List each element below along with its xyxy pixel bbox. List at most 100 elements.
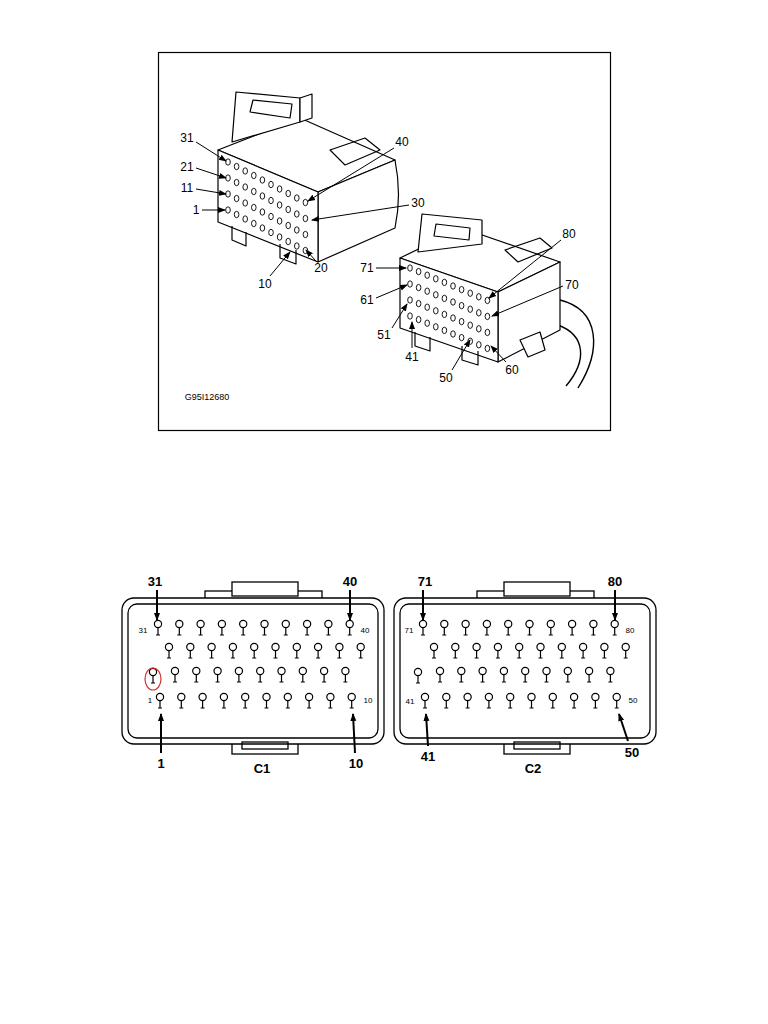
terminal-pin: [516, 643, 523, 658]
terminal-pin: [149, 668, 156, 683]
pin-head: [462, 620, 469, 627]
pin-head: [235, 667, 242, 674]
terminal-pin: [592, 693, 599, 708]
pin-hole: [303, 231, 308, 237]
pin-stem: [442, 628, 446, 635]
callout-number: 1: [157, 757, 164, 770]
leader-lines: [196, 142, 563, 370]
callout-number: 50: [439, 372, 452, 384]
pin-head: [547, 620, 554, 627]
pin-stem: [624, 651, 628, 658]
pin-stem: [528, 628, 532, 635]
pin-hole: [442, 311, 447, 317]
pin-hole: [468, 306, 473, 312]
pin-stem: [432, 651, 436, 658]
pin-head: [436, 667, 443, 674]
terminal-pin: [483, 620, 490, 635]
pin-hole: [295, 195, 300, 201]
pin-head: [315, 643, 322, 650]
pin-stem: [265, 701, 269, 708]
pin-head: [220, 693, 227, 700]
terminal-pin: [299, 667, 306, 682]
pin-arrow: [353, 714, 355, 753]
pin-head: [156, 693, 163, 700]
pin-stem: [572, 701, 576, 708]
callout-number: 71: [418, 575, 432, 588]
pin-hole: [477, 294, 482, 300]
pin-hole: [459, 286, 464, 292]
leader-line: [376, 268, 406, 269]
pin-stem: [237, 675, 241, 682]
pin-head: [229, 643, 236, 650]
pin-holes: [226, 159, 490, 352]
pin-stem: [151, 676, 155, 683]
terminal-pin: [178, 693, 185, 708]
pin-stem: [220, 628, 224, 635]
callout-number: 80: [562, 228, 575, 240]
pin-hole: [295, 211, 300, 217]
pin-arrow: [426, 714, 428, 746]
pin-stem: [307, 701, 311, 708]
pin-hole: [226, 175, 231, 181]
pin-arrow: [156, 590, 158, 620]
pin-head: [526, 620, 533, 627]
pin-stem: [421, 628, 425, 635]
leader-line: [492, 286, 563, 316]
pin-head: [304, 620, 311, 627]
pin-head: [564, 667, 571, 674]
terminal-pin: [421, 693, 428, 708]
terminal-pin: [458, 667, 465, 682]
pin-head: [414, 668, 421, 675]
pin-head: [327, 693, 334, 700]
pin-stem: [444, 701, 448, 708]
terminal-pin: [613, 693, 620, 708]
pin-head: [325, 620, 332, 627]
pin-head: [197, 620, 204, 627]
terminal-pin: [462, 620, 469, 635]
terminal-pin: [528, 693, 535, 708]
callout-number: 10: [349, 757, 363, 770]
terminal-pin: [473, 643, 480, 658]
pin-stem: [194, 675, 198, 682]
pin-head: [473, 643, 480, 650]
leader-line: [308, 148, 394, 201]
pin-head: [543, 667, 550, 674]
pin-hole: [226, 159, 231, 165]
terminal-pin: [220, 693, 227, 708]
leader-line: [196, 189, 226, 194]
callout-number: 70: [565, 279, 578, 291]
callout-number: 31: [148, 575, 162, 588]
pin-stem: [523, 675, 527, 682]
pin-stem: [167, 651, 171, 658]
pin-hole: [425, 304, 430, 310]
pin-head: [505, 620, 512, 627]
pin-hole: [269, 213, 274, 219]
terminal-pin: [564, 667, 571, 682]
pin-stem: [608, 675, 612, 682]
pin-hole: [286, 190, 291, 196]
pin-head: [569, 620, 576, 627]
pin-number: 1: [148, 697, 152, 705]
terminal-pin: [261, 620, 268, 635]
terminal-pin: [306, 693, 313, 708]
pin-head: [500, 667, 507, 674]
pin-hole: [451, 315, 456, 321]
callout-number: 50: [625, 746, 639, 759]
pin-head: [272, 643, 279, 650]
terminal-pin: [571, 693, 578, 708]
pin-stem: [301, 675, 305, 682]
leader-line: [312, 205, 409, 220]
highlight-circle: [145, 668, 161, 690]
pin-stem: [581, 651, 585, 658]
pin-hole: [485, 329, 490, 335]
pin-hole: [295, 227, 300, 233]
terminal-pin: [336, 643, 343, 658]
pin-stem: [593, 701, 597, 708]
terminal-pin: [479, 667, 486, 682]
terminal-pin: [304, 620, 311, 635]
pin-hole: [277, 186, 282, 192]
pin-hole: [243, 168, 248, 174]
pin-stem: [158, 701, 162, 708]
terminal-pin: [357, 643, 364, 658]
terminal-pin: [419, 620, 426, 635]
